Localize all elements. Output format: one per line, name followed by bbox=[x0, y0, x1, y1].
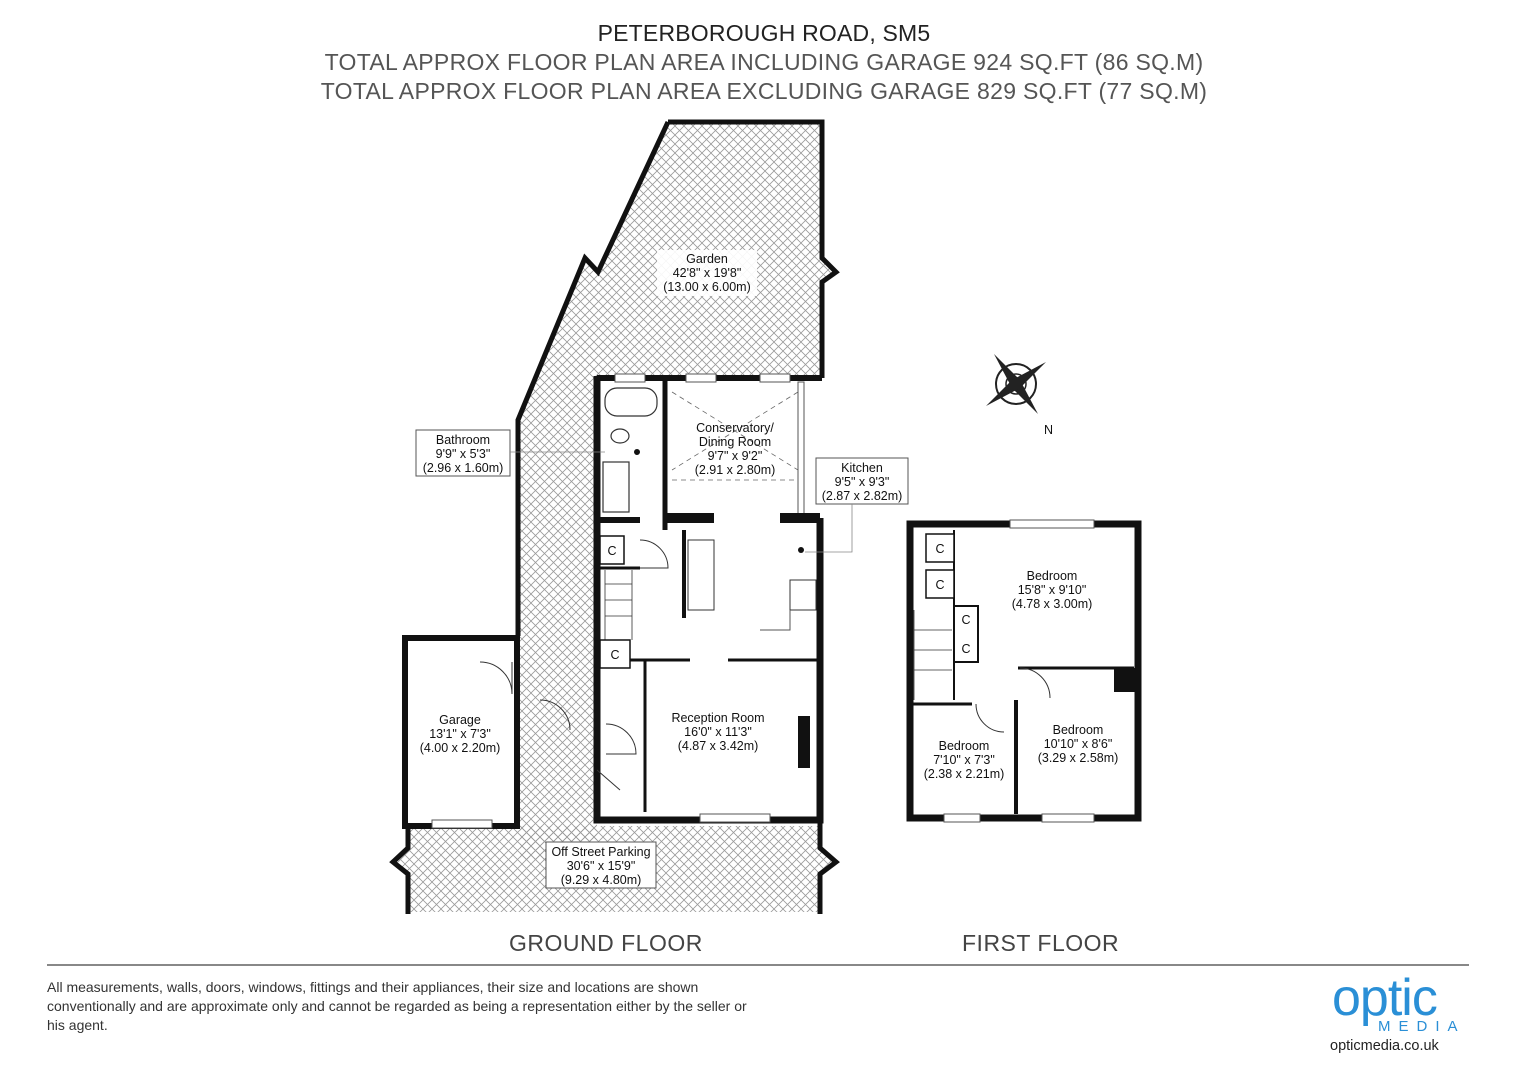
conservatory-size-imperial: 9'7" x 9'2" bbox=[708, 449, 763, 463]
garage-size-imperial: 13'1" x 7'3" bbox=[429, 727, 491, 741]
dining-room-label: Dining Room bbox=[699, 435, 771, 449]
garage-walls bbox=[402, 635, 520, 829]
parking-size-metric: (9.29 x 4.80m) bbox=[561, 873, 642, 887]
compass-north-label: N bbox=[1044, 423, 1053, 437]
logo-wordmark: optic bbox=[1332, 969, 1438, 1027]
footer-divider bbox=[47, 964, 1469, 966]
header: PETERBOROUGH ROAD, SM5 TOTAL APPROX FLOO… bbox=[0, 18, 1528, 106]
garage-size-metric: (4.00 x 2.20m) bbox=[420, 741, 501, 755]
property-title: PETERBOROUGH ROAD, SM5 bbox=[597, 20, 931, 46]
reception-size-metric: (4.87 x 3.42m) bbox=[678, 739, 759, 753]
cupboard-label: C bbox=[610, 648, 619, 662]
bedroom-2-size-metric: (3.29 x 2.58m) bbox=[1038, 751, 1119, 765]
kitchen-size-metric: (2.87 x 2.82m) bbox=[822, 489, 903, 503]
cupboard-label: C bbox=[961, 613, 970, 627]
garage-label: Garage bbox=[439, 713, 481, 727]
floor-plan: N Garden 42'8" x 19'8" (13.00 x 6.00m) B… bbox=[389, 119, 1142, 914]
bathroom-size-imperial: 9'9" x 5'3" bbox=[436, 447, 491, 461]
logo-subtext: MEDIA bbox=[1378, 1018, 1466, 1035]
cupboard-label: C bbox=[607, 544, 616, 558]
first-floor-title: FIRST FLOOR bbox=[962, 930, 1120, 956]
area-including-garage: TOTAL APPROX FLOOR PLAN AREA INCLUDING G… bbox=[324, 49, 1204, 75]
kitchen-label: Kitchen bbox=[841, 461, 883, 475]
cupboard-label: C bbox=[935, 542, 944, 556]
garden-area bbox=[518, 122, 838, 860]
bedroom-2-size-imperial: 10'10" x 8'6" bbox=[1044, 737, 1113, 751]
conservatory-label: Conservatory/ bbox=[696, 421, 774, 435]
ground-floor-title: GROUND FLOOR bbox=[509, 930, 703, 956]
parking-label: Off Street Parking bbox=[551, 845, 650, 859]
bedroom-1-label: Bedroom bbox=[1027, 569, 1078, 583]
optic-media-logo: optic MEDIA opticmedia.co.uk bbox=[1330, 969, 1475, 1066]
conservatory-size-metric: (2.91 x 2.80m) bbox=[695, 463, 776, 477]
cupboard-label: C bbox=[935, 578, 944, 592]
bedroom-2-label: Bedroom bbox=[1053, 723, 1104, 737]
area-excluding-garage: TOTAL APPROX FLOOR PLAN AREA EXCLUDING G… bbox=[320, 78, 1208, 104]
website-url: opticmedia.co.uk bbox=[1330, 1038, 1439, 1054]
parking-size-imperial: 30'6" x 15'9" bbox=[567, 859, 636, 873]
bedroom-3-size-metric: (2.38 x 2.21m) bbox=[924, 767, 1005, 781]
reception-size-imperial: 16'0" x 11'3" bbox=[684, 725, 752, 739]
garden-label: Garden bbox=[686, 252, 728, 266]
cupboard-label: C bbox=[961, 642, 970, 656]
compass-icon bbox=[986, 354, 1046, 414]
bedroom-3-size-imperial: 7'10" x 7'3" bbox=[933, 753, 995, 767]
garden-size-metric: (13.00 x 6.00m) bbox=[663, 280, 751, 294]
bedroom-1-size-imperial: 15'8" x 9'10" bbox=[1018, 583, 1087, 597]
reception-room-label: Reception Room bbox=[671, 711, 764, 725]
bathroom-label: Bathroom bbox=[436, 433, 490, 447]
bedroom-3-label: Bedroom bbox=[939, 739, 990, 753]
garden-size-imperial: 42'8" x 19'8" bbox=[673, 266, 742, 280]
kitchen-size-imperial: 9'5" x 9'3" bbox=[835, 475, 890, 489]
bedroom-1-size-metric: (4.78 x 3.00m) bbox=[1012, 597, 1093, 611]
bathroom-size-metric: (2.96 x 1.60m) bbox=[423, 461, 504, 475]
disclaimer-text: All measurements, walls, doors, windows,… bbox=[47, 979, 747, 1033]
